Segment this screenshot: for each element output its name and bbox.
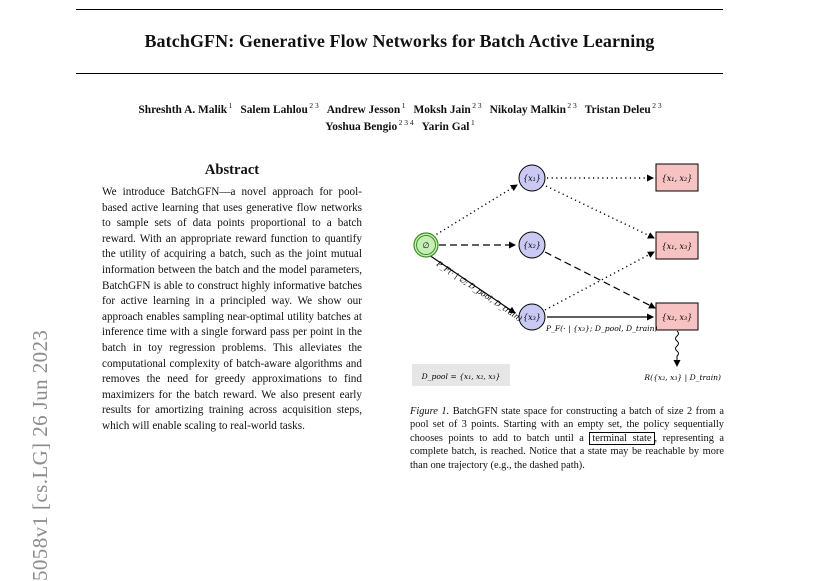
caption-terminal-state-box: terminal state bbox=[589, 431, 655, 445]
terminal-label-x2x3: {x₂, x₃} bbox=[662, 313, 693, 322]
state-node-x1: {x₁} bbox=[518, 164, 546, 192]
author-affiliation: 2 3 4 bbox=[398, 118, 414, 127]
state-node-empty: ∅ bbox=[413, 232, 439, 258]
reward-squiggle bbox=[673, 330, 681, 367]
author-name-text: Yarin Gal bbox=[421, 120, 470, 133]
state-node-x3: {x₃} bbox=[518, 303, 546, 331]
policy-label-start: P_F(· | ∅; D_pool, D_train) bbox=[434, 259, 524, 324]
author-affiliation: 2 3 bbox=[567, 101, 577, 110]
figure-caption: Figure 1. BatchGFN state space for const… bbox=[410, 405, 724, 472]
terminal-node-x1x2: {x₁, x₂} bbox=[655, 163, 699, 192]
pool-set-label: D_pool = {x₁, x₂, x₃} bbox=[421, 372, 501, 381]
policy-label-x3: P_F(· | {x₃}; D_pool, D_train) bbox=[545, 324, 657, 333]
edge-x2-x2x3 bbox=[544, 251, 656, 309]
state-label-x1: {x₁} bbox=[523, 174, 541, 183]
author-affiliation: 1 bbox=[228, 101, 233, 110]
state-label-x2: {x₂} bbox=[523, 241, 541, 250]
author-name-text: Andrew Jesson bbox=[326, 103, 401, 116]
title-rule-top bbox=[76, 9, 723, 10]
figure-state-space: ∅ {x₁} {x₂} {x₃} {x₁, x₂} {x₁, x₃} {x₂, … bbox=[402, 150, 732, 400]
author-affiliation: 2 3 bbox=[652, 101, 662, 110]
abstract-heading: Abstract bbox=[204, 162, 260, 178]
author-name-text: Yoshua Bengio bbox=[325, 120, 398, 133]
state-space-diagram: ∅ {x₁} {x₂} {x₃} {x₁, x₂} {x₁, x₃} {x₂, … bbox=[412, 163, 721, 386]
caption-text-after: , representing a complete batch, is reac… bbox=[410, 432, 724, 471]
state-label-x3: {x₃} bbox=[523, 313, 541, 322]
state-label-empty: ∅ bbox=[423, 241, 430, 250]
terminal-node-x1x3: {x₁, x₃} bbox=[655, 231, 699, 260]
reward-label: R({x₂, x₃} | D_train) bbox=[643, 373, 721, 382]
edge-empty-x3 bbox=[428, 254, 516, 314]
terminal-label-x1x2: {x₁, x₂} bbox=[662, 174, 693, 183]
caption-label: Figure 1. bbox=[410, 406, 450, 417]
author-name-text: Nikolay Malkin bbox=[489, 103, 566, 116]
author-affiliation: 2 3 bbox=[472, 101, 482, 110]
author-name-text: Salem Lahlou bbox=[240, 103, 308, 116]
edge-x3-x1x3 bbox=[544, 251, 655, 311]
author-affiliation: 1 bbox=[470, 118, 475, 127]
author-affiliation: 1 bbox=[401, 101, 406, 110]
author-name-text: Moksh Jain bbox=[413, 103, 471, 116]
abstract-body: We introduce BatchGFN—a novel approach f… bbox=[102, 186, 362, 432]
author-name-text: Shreshth A. Malik bbox=[138, 103, 228, 116]
edge-x1-x1x3 bbox=[545, 185, 655, 239]
paper-title: BatchGFN: Generative Flow Networks for B… bbox=[144, 31, 655, 51]
title-rule-bottom bbox=[76, 73, 723, 74]
author-name-text: Tristan Deleu bbox=[584, 103, 651, 116]
terminal-label-x1x3: {x₁, x₃} bbox=[662, 242, 693, 251]
edge-empty-x1 bbox=[428, 184, 518, 240]
author-affiliation: 2 3 bbox=[309, 101, 319, 110]
caption-text-before: BatchGFN state space for constructing a … bbox=[410, 406, 724, 444]
terminal-node-x2x3: {x₂, x₃} bbox=[655, 302, 699, 331]
pool-set-box: D_pool = {x₁, x₂, x₃} bbox=[412, 364, 510, 386]
state-node-x2: {x₂} bbox=[518, 231, 546, 259]
arxiv-stamp: 5058v1 [cs.LG] 26 Jun 2023 bbox=[28, 329, 52, 581]
